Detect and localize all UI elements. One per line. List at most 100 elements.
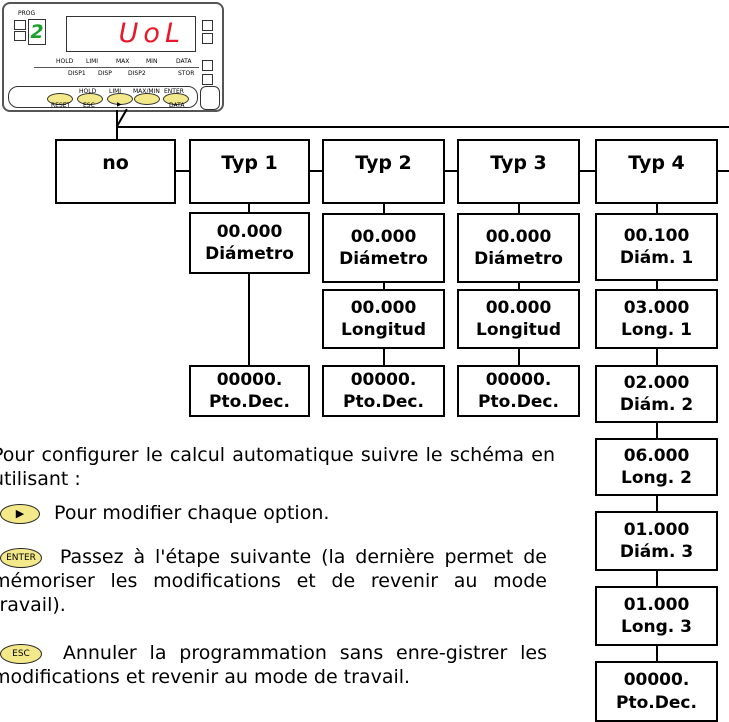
enter-key[interactable] [163,93,189,105]
mid-labels: HOLD LIMI MAX MIN DATA DISP1 DISP DISP2 … [34,58,199,80]
mid-label-disp1: DISP1 [68,70,86,77]
typ4-diam2-value: 02.000 [623,372,690,393]
typ4-long3-value: 01.000 [623,594,690,615]
mid-label-max: MAX [116,58,130,65]
connector-horizontal [116,126,729,128]
mid-label-stor: STOR [178,70,195,77]
connector-top-line [116,110,118,128]
typ4-long2-label: Long. 2 [621,468,692,488]
typ4-diam3-value: 01.000 [623,519,690,540]
mid-label-data: DATA [176,58,192,65]
column-header-typ3: Typ 3 [457,139,580,204]
digit-value: 2 [30,21,44,43]
typ3-diametro-value: 00.000 [485,226,552,247]
right-indicator-3 [202,60,213,71]
typ3-ptodec-box: 00000.Pto.Dec. [457,365,580,417]
mid-label-disp: DISP [98,70,112,77]
typ4-long3-label: Long. 3 [621,617,692,637]
typ1-diametro-value: 00.000 [216,221,283,242]
typ3-longitud-label: Longitud [475,320,561,340]
typ3-link-1 [518,203,520,214]
key-label-limi: LIMI [109,88,122,95]
column-header-typ2: Typ 2 [322,139,445,204]
header-typ1-label: Typ 1 [221,152,278,174]
key-label-data: DATA [169,102,185,109]
esc-key-icon: ESC [0,643,42,664]
typ2-ptodec-label: Pto.Dec. [343,392,424,412]
typ1-link-1 [248,203,250,213]
typ2-diametro-label: Diámetro [339,249,428,269]
header-no-label: no [102,152,129,174]
key-label-maxmin: MAX/MIN [133,88,160,95]
prog-indicator [14,20,26,30]
right-key[interactable] [107,93,133,105]
mid-label-disp2: DISP2 [128,70,146,77]
typ4-long2-value: 06.000 [623,445,690,466]
header-typ3-label: Typ 3 [490,152,547,174]
prog-label: PROG [18,10,36,17]
typ4-diam1-value: 00.100 [623,225,690,246]
key-row: HOLD LIMI MAX/MIN ENTER RESET ESC ▶ DATA [8,86,198,109]
instruction-right-key: ▶ Pour modifier chaque option. [0,501,555,525]
typ4-long1-label: Long. 1 [621,320,692,340]
typ3-longitud-value: 00.000 [485,297,552,318]
typ2-ptodec-value: 00000. [350,369,417,390]
main-display: UoL [66,16,196,52]
connector-down [116,126,118,140]
typ2-ptodec-box: 00000.Pto.Dec. [322,365,445,417]
typ4-long1-value: 03.000 [623,297,690,318]
header-connector-1 [176,170,190,172]
typ2-longitud-value: 00.000 [350,297,417,318]
prog-indicator-2 [14,31,26,41]
column-header-no: no [55,139,176,204]
reset-key[interactable] [47,93,73,105]
instruction-esc-key: ESC Annuler la programmation sans enre-g… [0,641,547,722]
right-indicator-2 [202,33,213,44]
right-indicator-1 [202,20,213,31]
key-label-esc: ESC [83,102,95,109]
typ2-diametro-value: 00.000 [350,226,417,247]
typ1-ptodec-box: 00000.Pto.Dec. [189,365,310,417]
right-arrow-key-icon: ▶ [0,503,40,524]
typ1-diametro-label: Diámetro [205,244,294,264]
column-header-typ4: Typ 4 [595,139,718,204]
esc-key[interactable] [77,93,103,105]
typ3-ptodec-label: Pto.Dec. [478,392,559,412]
typ4-spine [656,203,658,662]
typ1-link-2 [248,273,250,366]
instruction-enter-key: ENTER Passez à l'étape suivante (la dern… [0,545,547,617]
header-connector-4 [580,170,596,172]
maxmin-key[interactable] [134,93,160,105]
typ3-ptodec-value: 00000. [485,369,552,390]
typ3-link-2 [518,282,520,290]
typ4-ptodec-value: 00000. [623,670,690,691]
instructions-intro: Pour configurer le calcul automatique su… [0,444,555,490]
typ2-link-3 [383,348,385,366]
header-connector-5 [718,170,729,172]
typ2-link-1 [383,203,385,214]
mid-rule [34,67,199,68]
right-key-text: Pour modifier chaque option. [54,502,330,524]
header-connector-3 [445,170,458,172]
header-typ2-label: Typ 2 [355,152,412,174]
typ3-link-3 [518,348,520,366]
typ4-ptodec-box: 00000.Pto.Dec. [595,661,718,722]
side-key[interactable] [200,86,220,110]
header-typ4-label: Typ 4 [628,152,685,174]
typ4-diam2-label: Diám. 2 [619,395,694,415]
key-label-reset: RESET [51,102,71,109]
typ1-ptodec-label: Pto.Dec. [209,392,290,412]
device-panel: PROG 2 UoL HOLD LIMI MAX MIN DATA DISP1 … [2,2,224,112]
mid-label-min: MIN [146,58,158,65]
typ4-diam3-label: Diám. 3 [619,542,694,562]
